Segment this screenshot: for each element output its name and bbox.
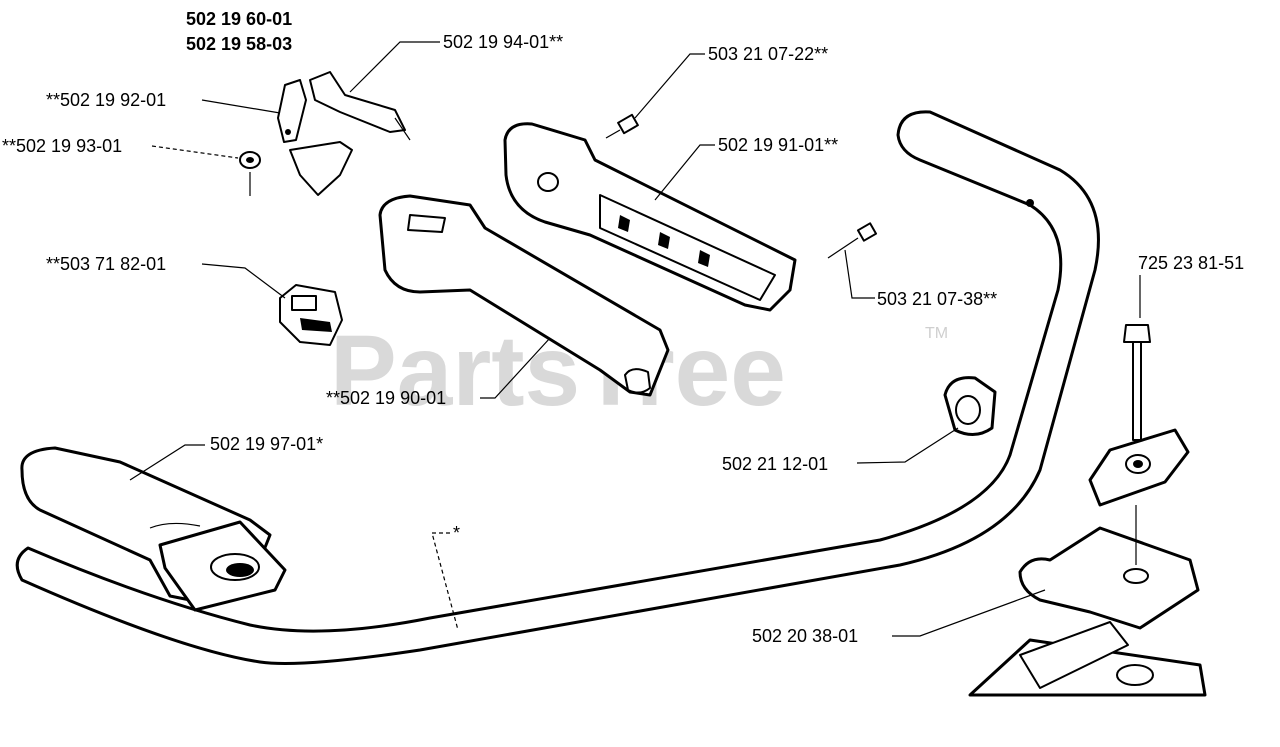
leader-screw-top (634, 53, 705, 119)
small-nut (239, 151, 261, 196)
callout-nut-small: **502 19 93-01 (2, 136, 122, 156)
callout-screw-top: 503 21 07-22** (708, 44, 828, 64)
bracket (968, 505, 1207, 697)
callout-handle-upper: 502 19 91-01** (718, 135, 838, 155)
bolt (1123, 324, 1151, 441)
leader-handle-upper (654, 144, 715, 201)
callout-handle-lower: **502 19 90-01 (326, 388, 446, 408)
callout-bracket: 502 20 38-01 (752, 626, 858, 646)
callout-bolt: 725 23 81-51 (1138, 253, 1244, 273)
screw-long (827, 222, 878, 259)
grip (20, 446, 287, 612)
leader-lever (201, 99, 281, 114)
handle-half-lower (378, 194, 670, 397)
header-part-1: 502 19 60-01 (186, 9, 292, 29)
callout-screw-long: 503 21 07-38** (877, 289, 997, 309)
leader-screw-long (844, 249, 875, 299)
callout-clamp-ring: 502 21 12-01 (722, 454, 828, 474)
callout-handlebar: * (453, 523, 460, 543)
switch (279, 284, 343, 346)
callout-guard-wire: 502 19 94-01** (443, 32, 563, 52)
clamp-ring (943, 376, 997, 436)
lever-assembly (277, 71, 411, 196)
callout-lever: **502 19 92-01 (46, 90, 166, 110)
leader-handle-lower (480, 337, 551, 399)
handle-half-upper (503, 122, 797, 312)
header-part-2: 502 19 58-03 (186, 34, 292, 54)
leader-nut (151, 145, 239, 159)
callout-grip: 502 19 97-01* (210, 434, 323, 454)
leader-clamp-ring (856, 427, 959, 464)
leader-bracket (892, 589, 1046, 637)
handlebar (15, 110, 1100, 665)
watermark-trademark: TM (925, 325, 948, 342)
screw-top (605, 113, 639, 139)
leader-guard-wire (349, 41, 440, 93)
callout-switch: **503 71 82-01 (46, 254, 166, 274)
leader-handlebar (431, 532, 459, 631)
wing-knob (1088, 428, 1190, 507)
leader-switch (201, 263, 286, 299)
leader-grip (129, 444, 205, 481)
